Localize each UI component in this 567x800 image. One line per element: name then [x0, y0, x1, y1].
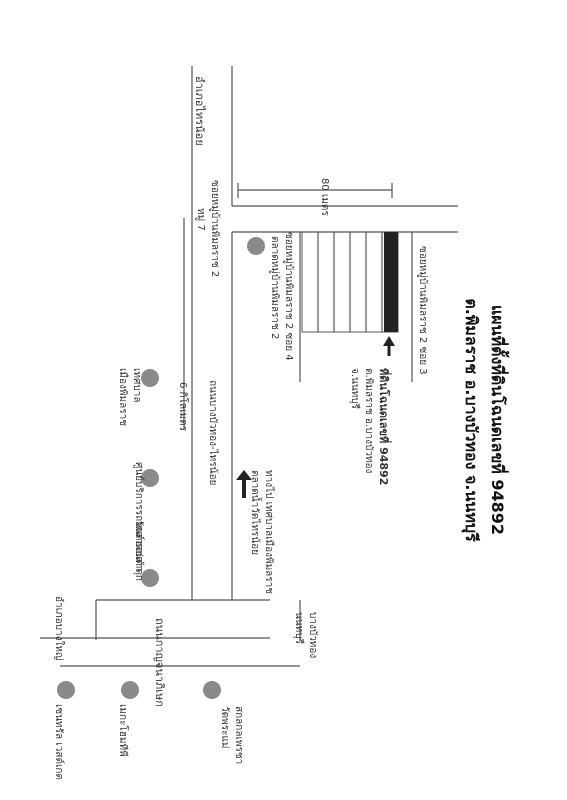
- label-to-municipality-2: ตลาดน้ำวัดไทรน้อย: [249, 470, 263, 555]
- land-label-line3: จ.นนทบุรี: [349, 368, 361, 410]
- label-soi-3: ซอยหมู่บ้านพิมลราช 2 ซอย 3: [417, 246, 429, 375]
- subject-land-plot: [384, 232, 398, 332]
- plot-grid: [301, 231, 399, 333]
- title-line2: ต.พิมลราช อ.บางบัวทอง จ.นนทบุรี: [461, 298, 481, 542]
- service-center-marker: [141, 469, 159, 487]
- label-kanchanaphisek: ถนนกาญจนาภิเษก: [153, 618, 166, 707]
- land-label-line1: ที่ดินโฉนดเลขที่ 94892: [377, 368, 392, 485]
- label-market: ตลาดหมู่บ้านพิมลราช 2: [269, 236, 281, 339]
- label-sai-noi: อำเภอไทรน้อย: [193, 76, 206, 146]
- label-ikea: เมกะโฮมทีพี: [117, 704, 130, 757]
- land-label: ที่ดินโฉนดเลขที่ 94892 ต.พิมลราช อ.บางบั…: [349, 368, 392, 485]
- label-service-center: ศูนย์บริการรถยนต์ฮอนด้า: [133, 462, 145, 571]
- label-bang-bua-thong-sai-noi: ถนนบางบัวทอง-ไทรน้อย: [207, 380, 219, 485]
- municipality-marker: [141, 369, 159, 387]
- ikea-marker: [121, 681, 139, 699]
- label-bang-bua-thong: บางบัวทอง: [307, 612, 318, 658]
- wat-marker: [141, 569, 159, 587]
- label-municipality-1: เทศบาล: [131, 368, 142, 402]
- label-80m: 80 เมตร: [319, 178, 330, 216]
- label-6km: 6 กิโลเมตร: [177, 382, 190, 432]
- label-central: เซนทรัล เวสต์เกต: [53, 704, 65, 780]
- label-nonthaburi: นนทบุรี: [293, 612, 305, 645]
- label-lotus-2: สกลกลเพรชา: [233, 706, 244, 764]
- label-bang-yai: อำเภอบางใหญ่: [53, 596, 65, 660]
- label-wat: วัดลาดปลาดุก: [133, 520, 144, 581]
- central-marker: [57, 681, 75, 699]
- label-moo7: หมู่ 7: [195, 208, 206, 231]
- map-title: แผนที่ตั้งที่ดินโฉนดเลขที่ 94892 ต.พิมลร…: [461, 298, 510, 542]
- label-soi-pimonrat-2: ซอยหมู่บ้านพิมลราช 2: [209, 180, 221, 277]
- land-pointer-arrow: [383, 336, 395, 356]
- title-line1: แผนที่ตั้งที่ดินโฉนดเลขที่ 94892: [488, 305, 510, 535]
- lotus-marker: [203, 681, 221, 699]
- direction-arrow: [236, 470, 252, 498]
- label-municipality-2: เมืองพิมลราช: [117, 368, 129, 426]
- label-to-municipality-1: ทางไป เทศบาลเมืองพิมลราช: [263, 470, 275, 594]
- market-marker: [247, 237, 265, 255]
- land-label-line2: ต.พิมลราช อ.บางบัวทอง: [363, 368, 374, 474]
- label-lotus-1: วัดพระแม่: [219, 706, 230, 748]
- label-soi-4: ซอยหมู่บ้านพิมลราช 2 ซอย 4: [283, 232, 295, 361]
